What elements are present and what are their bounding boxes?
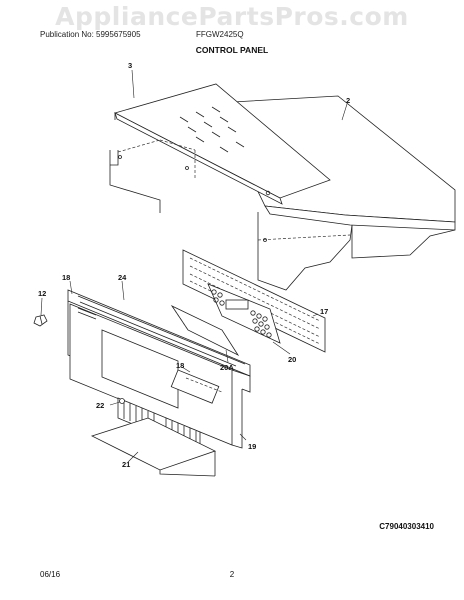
callout-20a: 20A (220, 363, 234, 372)
part-21-bottom-trim (90, 417, 217, 477)
diagram-code: C79040303410 (379, 522, 434, 531)
callout-17: 17 (320, 307, 328, 316)
callout-12: 12 (38, 289, 46, 298)
part-24-panel-frame (67, 289, 251, 449)
control-keys (211, 289, 272, 338)
part-19-end-cap (170, 369, 223, 404)
part-3-top-cover (113, 83, 331, 205)
callout-18-upper: 18 (62, 273, 70, 282)
footer-page-number: 2 (229, 570, 235, 579)
callout-20: 20 (288, 355, 296, 364)
watermark: AppliancePartsPros.com (55, 2, 409, 31)
callout-18-lower: 18 (176, 361, 184, 370)
publication-number: Publication No: 5995675905 (40, 30, 141, 39)
callout-24: 24 (118, 273, 127, 282)
callout-21: 21 (122, 460, 130, 469)
side-brackets (109, 139, 196, 213)
model-number: FFGW2425Q (196, 30, 244, 39)
footer-date: 06/16 (40, 570, 61, 579)
callout-22: 22 (96, 401, 104, 410)
section-title: CONTROL PANEL (195, 45, 269, 55)
callout-2: 2 (346, 96, 350, 105)
callout-19: 19 (248, 442, 256, 451)
vent-slots (179, 106, 245, 153)
callout-3: 3 (128, 61, 132, 70)
leader-lines (40, 69, 348, 463)
part-12-screw (33, 314, 48, 327)
